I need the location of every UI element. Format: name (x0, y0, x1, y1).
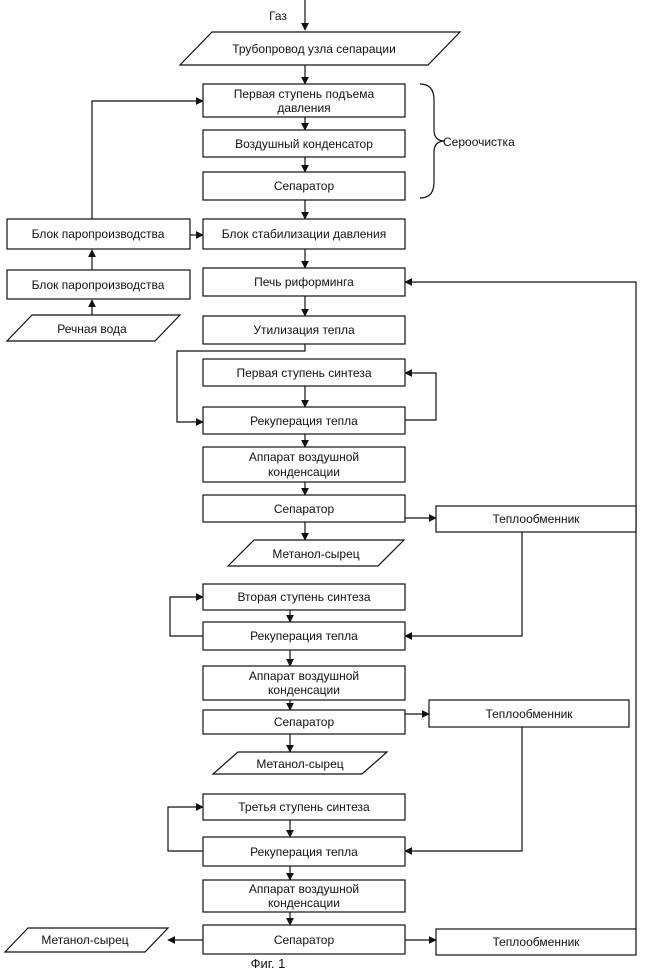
svg-text:Сепаратор: Сепаратор (274, 933, 335, 947)
svg-text:Рекуперация тепла: Рекуперация тепла (250, 629, 358, 643)
node-heat-exchanger-2: Теплообменник (429, 700, 629, 727)
svg-text:Аппарат воздушной: Аппарат воздушной (249, 882, 359, 896)
node-heat-exchanger-1: Теплообменник (436, 506, 636, 532)
arrow-exchanger1-to-recovery2 (405, 532, 522, 636)
node-separator-2: Сепаратор (203, 710, 405, 734)
svg-text:Третья ступень синтеза: Третья ступень синтеза (238, 800, 370, 814)
arrow-steam-to-stage1 (92, 101, 203, 219)
svg-text:Метанол-сырец: Метанол-сырец (256, 757, 343, 771)
svg-text:конденсации: конденсации (268, 465, 340, 479)
node-separator-3: Сепаратор (203, 925, 405, 954)
svg-text:Вторая ступень синтеза: Вторая ступень синтеза (237, 590, 370, 604)
node-heat-recovery-1: Рекуперация тепла (203, 407, 405, 434)
svg-text:Воздушный конденсатор: Воздушный конденсатор (235, 137, 373, 151)
svg-text:Первая ступень синтеза: Первая ступень синтеза (236, 366, 371, 380)
node-separator-top: Сепаратор (203, 172, 405, 200)
svg-text:Аппарат воздушной: Аппарат воздушной (249, 450, 359, 464)
svg-text:Теплообменник: Теплообменник (492, 935, 580, 949)
svg-text:Сепаратор: Сепаратор (274, 502, 335, 516)
node-synthesis-stage1: Первая ступень синтеза (203, 359, 405, 386)
svg-text:давления: давления (277, 101, 330, 115)
node-methanol-raw-3: Метанол-сырец (5, 928, 168, 952)
node-river-water: Речная вода (7, 315, 180, 341)
svg-text:Метанол-сырец: Метанол-сырец (41, 933, 128, 947)
node-heat-recovery-2: Рекуперация тепла (203, 622, 405, 650)
node-air-condensation-3: Аппарат воздушной конденсации (203, 880, 405, 912)
svg-text:Сероочистка: Сероочистка (443, 135, 515, 149)
svg-text:Печь риформинга: Печь риформинга (254, 275, 354, 289)
node-reforming-furnace: Печь риформинга (203, 268, 405, 296)
svg-text:Фиг. 1: Фиг. 1 (251, 956, 286, 971)
arrow-recovery2-loop-to-synthesis2 (170, 597, 203, 636)
svg-text:Теплообменник: Теплообменник (492, 512, 580, 526)
svg-text:Теплообменник: Теплообменник (485, 707, 573, 721)
node-air-condensation-2: Аппарат воздушной конденсации (203, 666, 405, 700)
node-synthesis-stage2: Вторая ступень синтеза (203, 584, 405, 610)
node-air-condensation-1: Аппарат воздушной конденсации (203, 447, 405, 482)
arrow-recovery1-loop-to-synthesis1 (405, 373, 436, 420)
figure-caption: Фиг. 1 (251, 956, 286, 971)
node-heat-utilization: Утилизация тепла (203, 316, 405, 344)
svg-text:Рекуперация тепла: Рекуперация тепла (250, 845, 358, 859)
svg-text:Метанол-сырец: Метанол-сырец (272, 547, 359, 561)
node-desulfurization-label: Сероочистка (443, 135, 515, 149)
node-steam-block-lower: Блок паропроизводства (7, 270, 190, 299)
svg-text:Утилизация тепла: Утилизация тепла (253, 323, 355, 337)
arrow-exchanger2-to-recovery3 (405, 727, 522, 851)
svg-text:Рекуперация тепла: Рекуперация тепла (250, 414, 358, 428)
desulfurization-brace (420, 84, 445, 198)
svg-text:конденсации: конденсации (268, 683, 340, 697)
node-heat-recovery-3: Рекуперация тепла (203, 837, 405, 866)
svg-text:Первая ступень подъема: Первая ступень подъема (234, 87, 375, 101)
node-separator-1: Сепаратор (203, 495, 405, 522)
svg-text:Аппарат воздушной: Аппарат воздушной (249, 669, 359, 683)
svg-text:Блок паропроизводства: Блок паропроизводства (32, 278, 165, 292)
node-pipeline: Трубопровод узла сепарации (180, 32, 460, 65)
node-heat-exchanger-3: Теплообменник (436, 929, 636, 955)
node-steam-block-upper: Блок паропроизводства (7, 219, 190, 249)
svg-text:Блок паропроизводства: Блок паропроизводства (32, 227, 165, 241)
svg-text:Речная вода: Речная вода (57, 322, 127, 336)
svg-text:конденсации: конденсации (268, 896, 340, 910)
svg-text:Сепаратор: Сепаратор (274, 179, 335, 193)
node-pressure-stabilization: Блок стабилизации давления (203, 219, 405, 249)
svg-text:Трубопровод узла сепарации: Трубопровод узла сепарации (232, 42, 396, 56)
node-stage1-compression: Первая ступень подъема давления (203, 84, 405, 117)
svg-text:Сепаратор: Сепаратор (274, 715, 335, 729)
svg-text:Газ: Газ (269, 9, 287, 23)
node-air-condenser: Воздушный конденсатор (203, 130, 405, 157)
node-synthesis-stage3: Третья ступень синтеза (203, 794, 405, 820)
node-methanol-raw-2: Метанол-сырец (213, 752, 387, 774)
node-methanol-raw-1: Метанол-сырец (228, 540, 404, 566)
arrow-recycle-to-furnace (405, 282, 636, 929)
arrow-recovery3-loop-to-synthesis3 (168, 807, 203, 851)
node-gas-label: Газ (269, 9, 287, 23)
svg-text:Блок стабилизации давления: Блок стабилизации давления (222, 227, 387, 241)
